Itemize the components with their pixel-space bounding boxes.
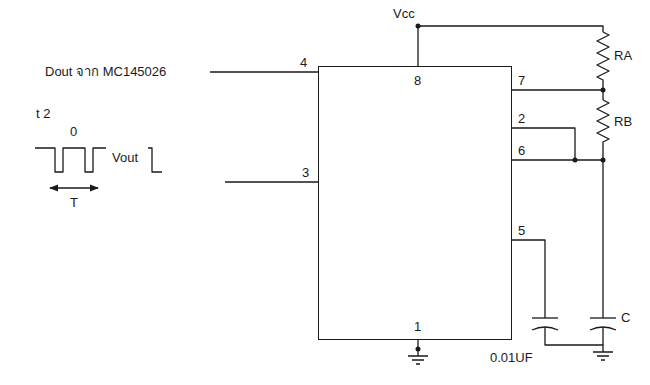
resistor-label: RA bbox=[614, 48, 632, 63]
pulse-waveform bbox=[35, 148, 106, 172]
ic-555-box: 81 bbox=[318, 66, 512, 340]
period-label: T bbox=[70, 195, 78, 210]
junction-dot bbox=[416, 347, 421, 352]
pin-number: 2 bbox=[518, 111, 525, 126]
figure-number: t 2 bbox=[36, 106, 50, 121]
capacitor-label: C bbox=[621, 310, 630, 325]
vcc-wire bbox=[417, 26, 418, 66]
pin-number: 1 bbox=[414, 319, 421, 334]
capacitor-symbol bbox=[532, 317, 558, 318]
junction-dot bbox=[573, 158, 578, 163]
period-arrow bbox=[50, 187, 98, 188]
waveform-mark: 0 bbox=[70, 124, 77, 139]
capacitor-symbol bbox=[590, 317, 616, 318]
supply-label: Vcc bbox=[393, 6, 415, 21]
pin-number: 7 bbox=[518, 73, 525, 88]
pulse-waveform bbox=[148, 148, 162, 172]
pin-wire bbox=[512, 89, 603, 90]
pin-number: 4 bbox=[300, 55, 307, 70]
pin-wire bbox=[210, 71, 318, 72]
pin-number: 8 bbox=[414, 73, 421, 88]
pin-wire bbox=[602, 327, 603, 345]
pin-wire bbox=[512, 240, 545, 318]
ground-symbol bbox=[593, 352, 613, 360]
ground-symbol bbox=[408, 356, 428, 364]
capacitor-value: 0.01UF bbox=[490, 350, 533, 365]
pin-wire bbox=[512, 160, 603, 318]
pin-number: 3 bbox=[302, 165, 309, 180]
pin-number: 6 bbox=[518, 143, 525, 158]
resistor-symbol bbox=[597, 100, 609, 160]
vcc-wire bbox=[418, 26, 603, 32]
signal-name: Vout bbox=[112, 150, 138, 165]
pin-number: 5 bbox=[518, 223, 525, 238]
junction-dot bbox=[601, 158, 606, 163]
resistor-label: RB bbox=[614, 114, 632, 129]
ground-wire bbox=[545, 327, 603, 352]
pin-wire bbox=[225, 181, 318, 182]
signal-name: Dout จาก MC145026 bbox=[45, 64, 166, 79]
junction-dot bbox=[601, 88, 606, 93]
junction-dot bbox=[416, 24, 421, 29]
pin-wire bbox=[512, 128, 575, 160]
